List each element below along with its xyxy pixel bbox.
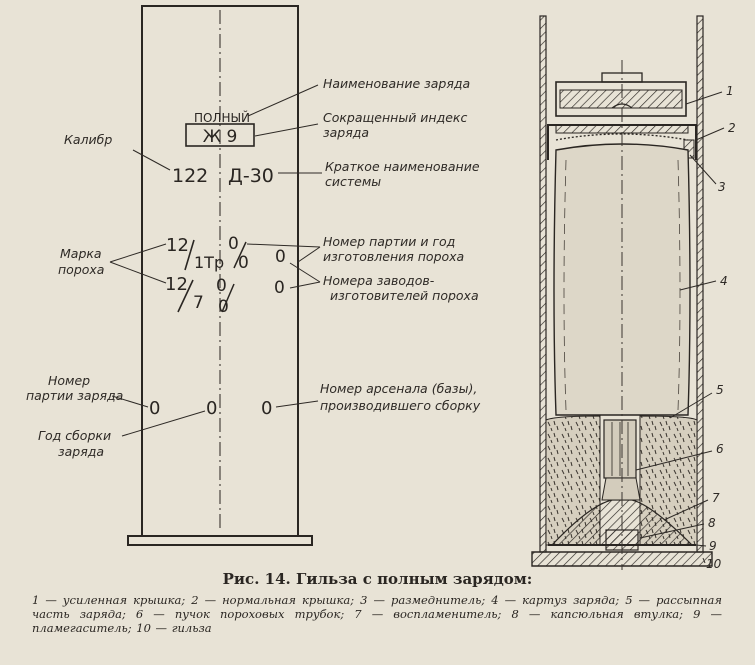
powder1-numerator: 12	[166, 235, 189, 256]
callout-3: 3	[718, 180, 726, 194]
powder2-plant: 0	[274, 278, 285, 298]
powder1-slash	[184, 239, 195, 271]
sectioned-case-figure: 1 2 3 4 5 6 7 8 9 10	[531, 15, 736, 571]
callout-4: 4	[720, 274, 728, 288]
label-short-index-1: Сокращенный индекс	[323, 110, 467, 125]
leader-batch-b	[297, 246, 321, 263]
figure-caption-title: Рис. 14. Гильза с полным зарядом:	[222, 570, 533, 588]
leader-assembly-year	[121, 410, 206, 437]
callout-5: 5	[716, 383, 724, 397]
leader-plant-a	[289, 262, 321, 283]
leader-caliber	[132, 149, 171, 171]
powder2-batch-slash	[221, 283, 235, 313]
leader-arsenal	[275, 400, 319, 408]
powder-mark-2: 12 7 0 0 0	[165, 274, 285, 317]
callout-leader-10	[702, 557, 706, 564]
label-short-index-2: заряда	[323, 125, 369, 140]
stamp-system: Д-30	[228, 165, 274, 187]
powder2-numerator: 12	[165, 274, 188, 295]
powder1-plant: 0	[275, 247, 286, 267]
leader-plant-b	[289, 281, 321, 289]
callout-leader-1	[685, 91, 723, 105]
label-plant-1: Номера заводов-	[323, 273, 435, 288]
callout-6: 6	[716, 442, 724, 456]
powder2-batch-den: 0	[218, 297, 229, 317]
callout-leader-2	[695, 127, 725, 141]
callout-10: 10	[706, 557, 722, 571]
powder2-denominator: 7	[193, 293, 204, 313]
label-system-1: Краткое наименование	[325, 159, 480, 174]
leader-batch-a	[246, 243, 321, 248]
label-charge-batch-2: партии заряда	[26, 388, 123, 403]
label-arsenal-1: Номер арсенала (базы),	[320, 381, 477, 396]
powder-mark-1: 12 1Тр 0 0 0	[166, 234, 286, 273]
figure-caption-legend: 1 — усиленная крышка; 2 — нормальная кры…	[32, 593, 722, 635]
label-batch-2: изготовления пороха	[323, 249, 464, 264]
callout-leader-5	[669, 392, 713, 419]
label-powder-mark-2: пороха	[58, 262, 104, 277]
powder2-slash	[177, 279, 194, 313]
label-charge-name: Наименование заряда	[323, 76, 470, 91]
stamp-charge-word: ПОЛНЫЙ	[194, 110, 250, 125]
callout-1: 1	[726, 84, 734, 98]
decopper	[555, 133, 689, 141]
label-system-2: системы	[325, 174, 381, 189]
zero-assembly-year: 0	[206, 398, 217, 419]
label-arsenal-2: производившего сборку	[320, 398, 481, 413]
leader-powder-mark-a	[109, 243, 167, 263]
charge-bag-fold-left	[563, 159, 567, 411]
callout-2: 2	[728, 121, 736, 135]
case-wall-left	[539, 15, 547, 553]
powder1-batch-slash	[233, 241, 247, 269]
callout-7: 7	[712, 491, 720, 505]
leader-charge-batch	[111, 395, 149, 408]
callout-leader-3	[689, 154, 717, 185]
label-plant-2: изготовителей пороха	[330, 288, 479, 303]
zero-arsenal: 0	[261, 398, 272, 419]
label-charge-batch-1: Номер	[48, 373, 90, 388]
powder1-denominator: 1Тр	[194, 253, 224, 272]
callout-leader-4	[679, 280, 717, 291]
label-powder-mark-1: Марка	[60, 246, 102, 261]
callout-leader-9	[695, 544, 707, 547]
marked-case-figure: ПОЛНЫЙ Ж 9 122 Д-30 12 1Тр 0 0 0 12 7 0 …	[26, 5, 481, 546]
reinforced-lid	[555, 72, 687, 117]
callout-8: 8	[708, 516, 716, 530]
powder2-batch: 0	[216, 276, 227, 296]
stamp-index-box	[185, 123, 255, 147]
stamp-index: Ж 9	[203, 127, 238, 147]
leader-powder-mark-b	[109, 261, 167, 284]
callout-leader-6	[635, 450, 713, 471]
callout-leader-7	[663, 499, 709, 521]
igniter-stem	[601, 477, 641, 501]
leader-charge-name	[247, 84, 319, 117]
leader-short-index	[254, 123, 319, 137]
label-assembly-year-2: заряда	[58, 444, 104, 459]
charge-bag-fold-right	[677, 159, 681, 411]
case-base-rim	[127, 535, 313, 546]
powder1-batch: 0	[228, 234, 239, 254]
zero-charge-batch: 0	[149, 398, 160, 419]
label-assembly-year-1: Год сборки	[38, 428, 111, 443]
label-batch-1: Номер партии и год	[323, 234, 455, 249]
stamp-caliber: 122	[172, 165, 208, 187]
label-caliber: Калибр	[64, 132, 112, 147]
callout-9: 9	[709, 539, 717, 553]
callout-leader-8	[639, 523, 705, 539]
powder1-batch-den: 0	[238, 253, 249, 273]
